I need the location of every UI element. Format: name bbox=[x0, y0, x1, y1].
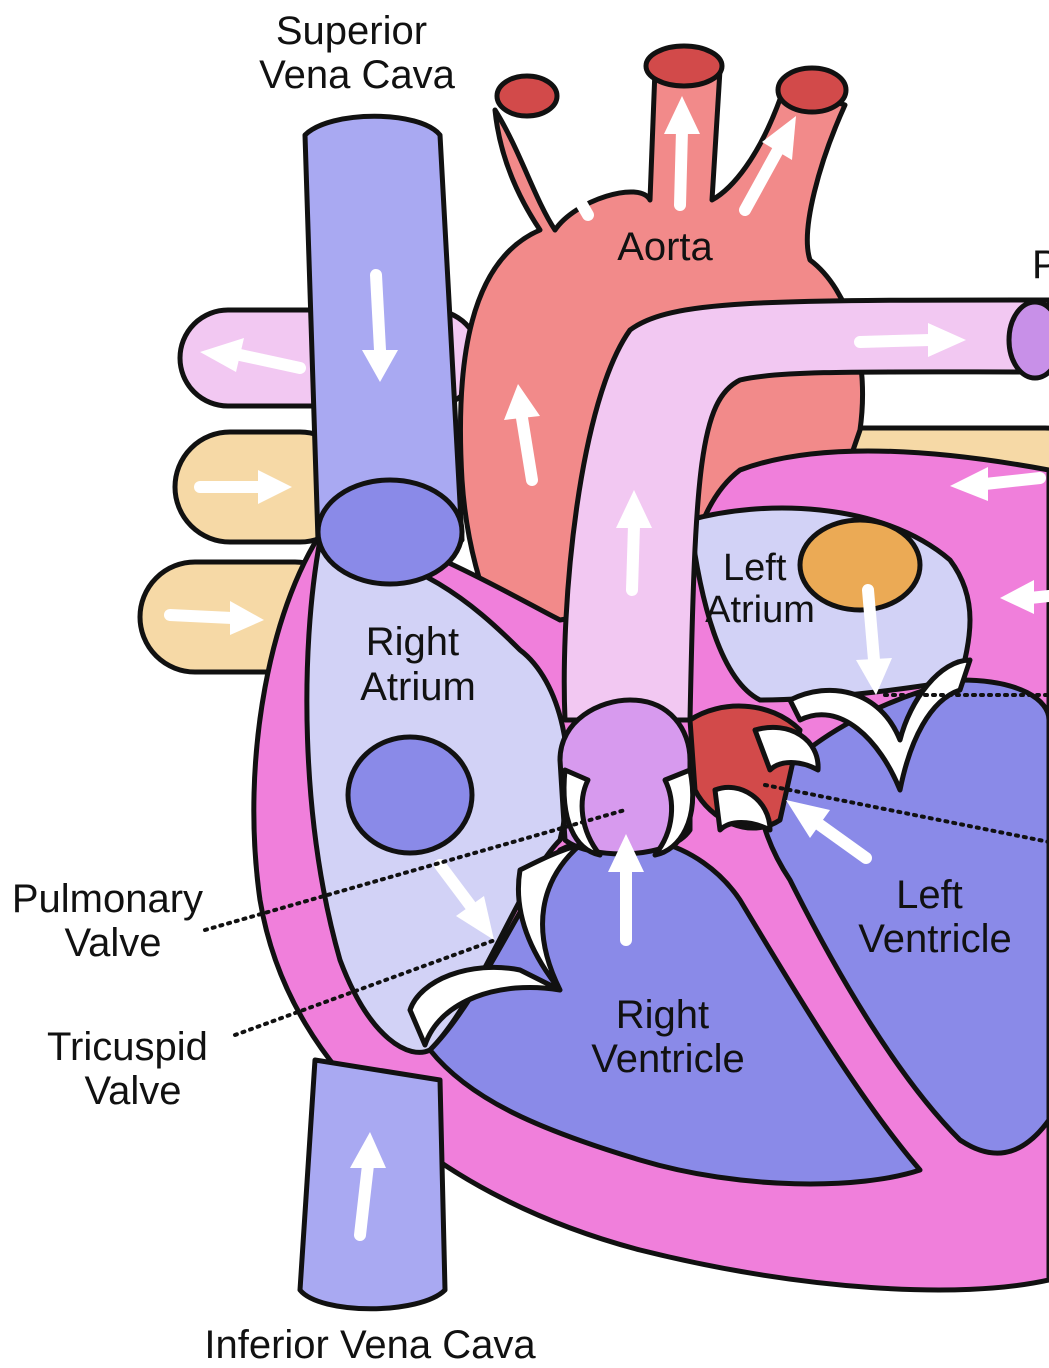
aorta-branch-opening bbox=[497, 76, 557, 116]
pulmonary-artery-opening bbox=[1009, 302, 1049, 378]
arrow-aorta-branch bbox=[538, 128, 588, 215]
tricuspid-valve-label: Tricuspid Valve bbox=[47, 1025, 219, 1113]
inferior-vena-cava-opening bbox=[348, 737, 472, 853]
aorta-branch-opening bbox=[778, 68, 846, 112]
aorta-branch-opening bbox=[646, 46, 722, 86]
right-atrium-label: Right Atrium bbox=[360, 620, 476, 709]
aorta-label: Aorta bbox=[617, 225, 713, 269]
pulmonary-vein-opening bbox=[800, 520, 920, 610]
inferior-vena-cava-label: Inferior Vena Cava bbox=[204, 1323, 536, 1367]
inferior-vena-cava bbox=[300, 1060, 445, 1309]
vena-cava-opening bbox=[318, 480, 462, 584]
pulmonary-valve-label: Pulmonary Valve bbox=[12, 877, 214, 965]
superior-vena-cava-label: Superior Vena Cava bbox=[259, 9, 455, 97]
pulmonary-artery-label: P bbox=[1032, 243, 1049, 287]
